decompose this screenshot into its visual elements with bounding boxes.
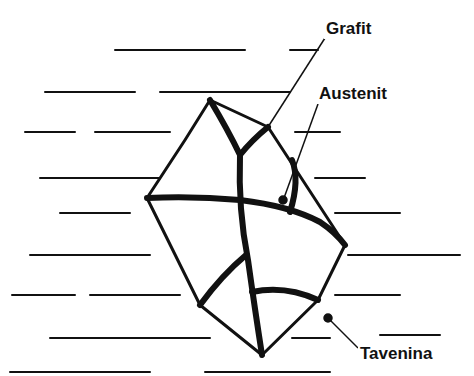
part-label: Austenit [317, 84, 389, 104]
graphite-flakes [147, 100, 345, 355]
part-label: Grafit [324, 19, 373, 39]
matrix-lines [10, 50, 460, 372]
part-label: Tavenina [358, 344, 434, 364]
nodule-outline [147, 100, 345, 355]
